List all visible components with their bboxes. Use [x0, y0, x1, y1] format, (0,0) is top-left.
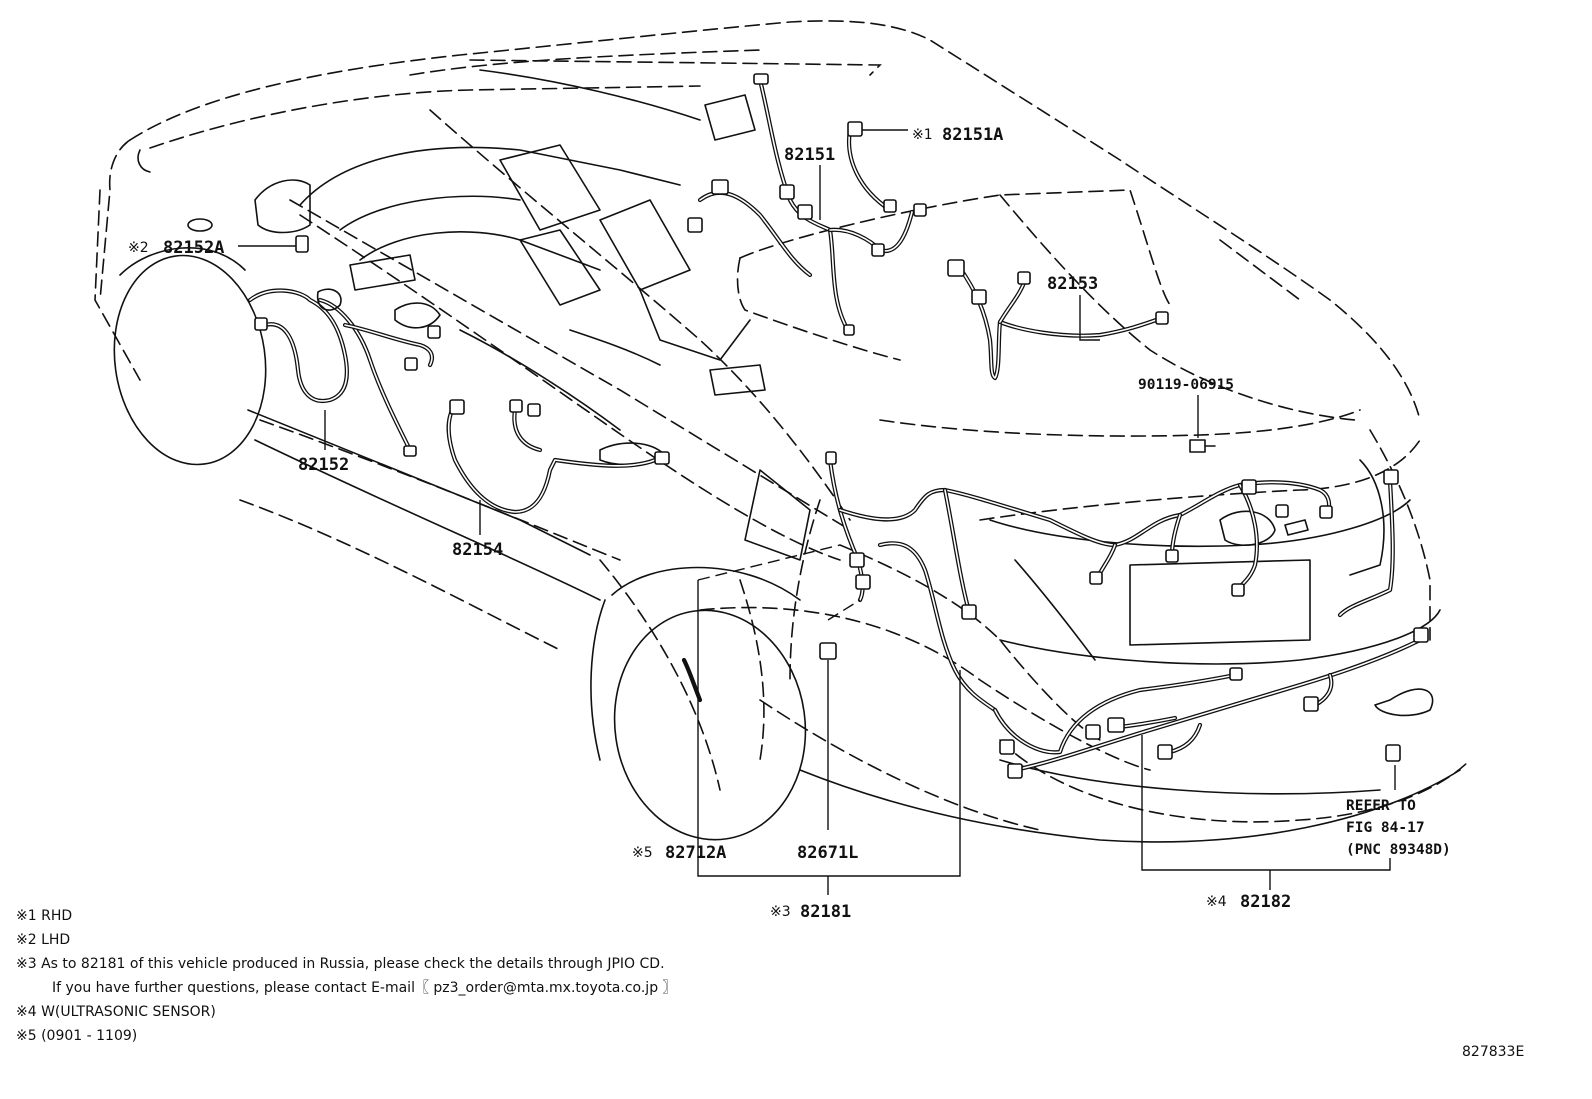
callout-82151A: ※1 82151A — [912, 125, 1003, 145]
callout-82153: 82153 — [1047, 274, 1098, 294]
callout-mark: ※3 — [770, 904, 791, 920]
part-number: 82671L — [797, 843, 858, 863]
footnote-5: ※5 (0901 - 1109) — [16, 1028, 137, 1044]
footnote-3: ※3 As to 82181 of this vehicle produced … — [16, 956, 665, 972]
footnote-1: ※1 RHD — [16, 908, 72, 924]
leader-lines — [238, 129, 1396, 895]
callout-82182: ※4 82182 — [1206, 892, 1291, 912]
part-number: 82152 — [298, 455, 349, 475]
part-82712A-grommet — [681, 657, 703, 703]
part-number: 82154 — [452, 540, 503, 560]
wire-harness-82153 — [947, 259, 1169, 381]
callout-mark: ※5 — [632, 845, 653, 861]
callout-82152A: ※2 82152A — [128, 238, 224, 258]
part-number: 82153 — [1047, 274, 1098, 294]
wire-harness-82151 — [687, 73, 927, 336]
callout-82151: 82151 — [784, 145, 835, 165]
refer-to-note: REFER TO FIG 84-17 (PNC 89348D) — [1346, 798, 1451, 858]
footnote-3-continued: If you have further questions, please co… — [52, 980, 677, 996]
callout-mark: ※2 — [128, 240, 149, 256]
car-body-outline — [94, 20, 1471, 843]
callout-82154: 82154 — [452, 540, 503, 560]
part-number: 82181 — [800, 902, 851, 922]
callout-82152: 82152 — [298, 455, 349, 475]
part-number: 82152A — [163, 238, 224, 258]
callout-82712A: ※5 82712A — [632, 843, 726, 863]
callout-90119-06915: 90119-06915 — [1138, 377, 1234, 393]
wire-harness-82154 — [446, 399, 670, 515]
wire-harness-82152 — [247, 235, 441, 457]
refer-line-2: FIG 84-17 — [1346, 820, 1425, 836]
part-number: 82151 — [784, 145, 835, 165]
part-number: 82151A — [942, 125, 1003, 145]
part-number: 82182 — [1240, 892, 1291, 912]
part-number: 90119-06915 — [1138, 377, 1234, 393]
callout-mark: ※1 — [912, 127, 933, 143]
refer-line-1: REFER TO — [1346, 798, 1416, 814]
bolt-90119-06915 — [1189, 439, 1216, 453]
part-82671L-clip — [819, 642, 837, 660]
footnote-2: ※2 LHD — [16, 932, 70, 948]
callout-82671L: 82671L — [797, 843, 858, 863]
wire-harness-82181 — [825, 451, 1399, 755]
footnotes: ※1 RHD ※2 LHD ※3 As to 82181 of this veh… — [16, 908, 677, 1044]
footnote-4: ※4 W(ULTRASONIC SENSOR) — [16, 1004, 216, 1020]
callout-82181: ※3 82181 — [770, 902, 851, 922]
figure-id: 827833E — [1462, 1044, 1524, 1060]
wire-harness-82182 — [1007, 627, 1429, 779]
callout-mark: ※4 — [1206, 894, 1227, 910]
part-number: 82712A — [665, 843, 726, 863]
refer-line-3: (PNC 89348D) — [1346, 842, 1451, 858]
